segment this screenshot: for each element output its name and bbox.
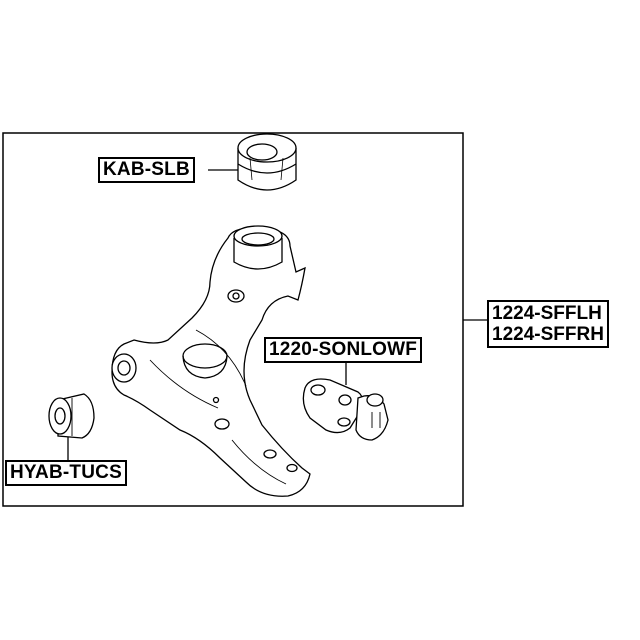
bushing-rear-label[interactable]: HYAB-TUCS xyxy=(5,460,127,486)
control-arm-label[interactable]: 1224-SFFLH 1224-SFFRH xyxy=(487,300,609,348)
ball-joint-label[interactable]: 1220-SONLOWF xyxy=(264,337,423,363)
leader-lines xyxy=(67,169,487,460)
control-arm-drawing xyxy=(111,225,311,497)
ball-joint-drawing xyxy=(302,378,389,441)
control-arm-right-code: 1224-SFFRH xyxy=(492,324,604,345)
control-arm-left-code: 1224-SFFLH xyxy=(492,303,602,324)
rear-bushing-drawing xyxy=(48,393,95,439)
bushing-top-label[interactable]: KAB-SLB xyxy=(98,157,195,183)
top-bushing-drawing xyxy=(237,133,297,191)
